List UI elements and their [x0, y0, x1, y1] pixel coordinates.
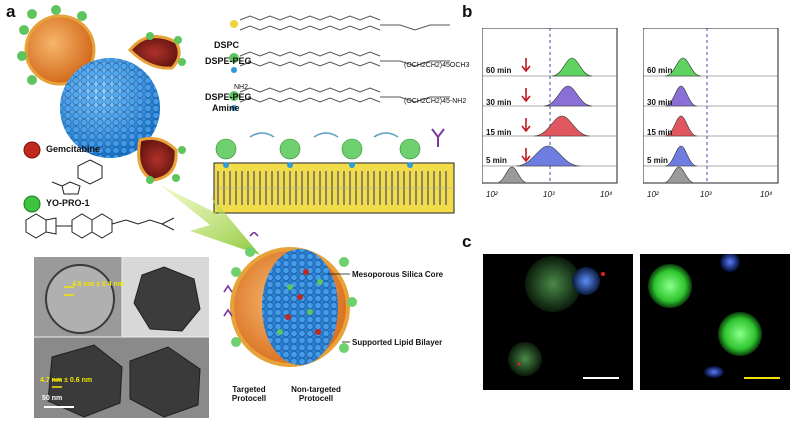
gemcitabine-structure — [51, 159, 103, 195]
measure-label-top: 4.6 nm ± 0.4 nm — [72, 281, 125, 288]
flow-histogram-left — [482, 28, 618, 184]
yopro-sphere-icon — [23, 195, 41, 213]
histogram-peak-15min — [664, 115, 698, 137]
scale-bar-label: 50 nm — [42, 395, 63, 402]
measure-label-bottom: 4.7 nm ± 0.6 nm — [40, 377, 93, 384]
microscopy-image-right — [640, 252, 790, 390]
histogram-peak-control — [495, 166, 529, 184]
shift-arrow-icon — [521, 58, 531, 73]
row-label: 5 min — [647, 156, 668, 165]
histogram-peak-5min — [515, 145, 581, 167]
protocell-cross-section — [223, 232, 357, 367]
x-tick: 10² — [647, 190, 659, 199]
lipid-label-dspe-peg-amine: DSPE-PEG — [205, 92, 252, 102]
histogram-peak-60min — [551, 57, 593, 77]
process-arrow-icon — [160, 185, 260, 255]
row-label: 5 min — [486, 156, 507, 165]
yopro-label: YO-PRO-1 — [46, 198, 90, 208]
histogram-peak-30min — [543, 85, 593, 107]
x-tick: 10³ — [700, 190, 712, 199]
core-label: Mesoporous Silica Core — [352, 270, 444, 279]
histogram-peak-15min — [533, 115, 591, 137]
histogram-peak-30min — [664, 85, 698, 107]
histogram-peak-5min — [664, 145, 698, 167]
x-tick: 10³ — [543, 190, 555, 199]
targeted-label: Targeted Protocell — [231, 385, 267, 403]
gemcitabine-sphere-icon — [23, 141, 41, 159]
yopro-structure — [25, 213, 175, 239]
shift-arrow-icon — [521, 88, 531, 103]
peg-formula-1: (OCH2CH2)45OCH3 — [404, 62, 470, 69]
row-label: 15 min — [486, 128, 512, 137]
nontargeted-label: Non-targeted Protocell — [291, 385, 341, 403]
histogram-peak-60min — [664, 57, 702, 77]
flow-histogram-right — [643, 28, 779, 184]
tem-micrograph — [34, 257, 209, 418]
x-tick: 10⁴ — [600, 190, 613, 199]
tem-image: 4.6 nm ± 0.4 nm 4.7 nm ± 0.6 nm 50 nm — [34, 257, 209, 418]
peg-formula-2: (OCH2CH2)45-NH2 — [404, 98, 467, 105]
gemcitabine-label: Gemcitabine — [46, 144, 101, 154]
microscopy-image-left — [483, 254, 633, 390]
liposome-sphere — [24, 14, 96, 86]
x-tick: 10⁴ — [760, 190, 773, 199]
nh2-label: NH2 — [234, 84, 249, 91]
lipid-structures — [229, 15, 450, 111]
nanoparticle-illustration — [17, 5, 186, 184]
shift-arrow-icon — [521, 148, 531, 163]
row-label: 30 min — [486, 98, 512, 107]
lipid-shell-fragment — [137, 136, 178, 182]
row-label: 60 min — [486, 66, 512, 75]
lipid-label-dspc: DSPC — [214, 40, 240, 50]
bilayer-label: Supported Lipid Bilayer — [352, 338, 443, 347]
panel-label-a: a — [6, 2, 16, 21]
row-label: 60 min — [647, 66, 673, 75]
lipid-label-dspe-peg: DSPE-PEG — [205, 56, 252, 66]
row-label: 15 min — [647, 128, 673, 137]
row-label: 30 min — [647, 98, 673, 107]
lipid-shell-fragment — [127, 35, 181, 70]
bilayer-conjugation-schematic — [213, 128, 455, 214]
x-tick: 10² — [486, 190, 498, 199]
panel-label-c: c — [462, 232, 472, 251]
shift-arrow-icon — [521, 118, 531, 133]
lipid-label-amine: Amine — [212, 103, 240, 113]
histogram-peak-control — [662, 166, 696, 184]
panel-label-b: b — [462, 2, 473, 21]
